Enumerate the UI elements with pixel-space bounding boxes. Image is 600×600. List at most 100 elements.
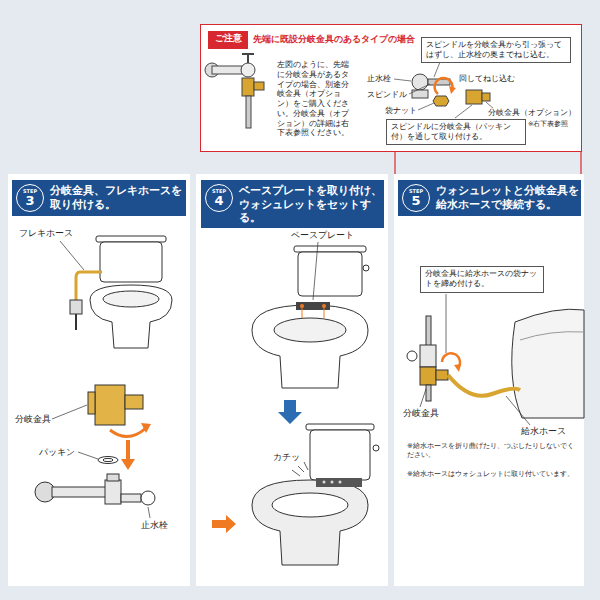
toilet-with-hose [103,291,159,307]
toilet-base-plate [313,242,318,300]
hose-connection [454,364,461,372]
part-label: 袋ナット [384,106,418,116]
callout-box: スピンドルを分岐金具から引っ張ってはずし、止水栓の奥までねじ込む。 [421,37,571,63]
hose-connection [426,385,431,401]
toilet-with-hose [60,241,84,270]
fitting-assembly [148,507,150,518]
spindle-detail [482,93,490,101]
toilet-base-plate [300,304,304,308]
toilet-with-washlet [310,430,370,480]
fitting-assembly [52,405,87,419]
toilet-base-plate [278,400,302,424]
fitting-assembly [107,474,119,481]
spindle-detail [433,96,449,106]
note-text: ※右下表参照 [527,120,569,128]
faucet-with-fitting [205,54,264,128]
background [8,174,190,586]
spindle-detail [409,84,430,94]
fitting-assembly [141,491,155,505]
toilet-with-washlet [212,424,379,565]
toilet-with-washlet [212,515,236,533]
caution-panel: 先端に既設分岐金具のあるタイプの場合ご注意 スピンドルを分岐金具から引っ張ってはず… [200,24,582,152]
hose-connection [407,294,584,425]
part-label: 止水栓 [366,74,392,84]
hose-connection [420,389,426,407]
hose-connection [426,316,431,346]
hose-connection [506,396,530,425]
fitting-assembly [105,480,121,504]
toilet-base-plate [274,318,346,342]
toilet-with-washlet [339,481,342,484]
tag-text: ご注意 [208,31,248,46]
toilet-base-plate [252,305,368,388]
note-text: ※給水ホースを折り曲げたり、つぶしたりしないでください。 [406,442,580,460]
step-badge: STEP5 [402,184,430,212]
hose-connection [436,370,448,380]
toilet-base-plate [298,252,362,296]
toilet-with-hose [100,242,162,282]
caution-tag: ご注意 [208,31,248,49]
toilet-with-washlet [331,481,334,484]
spindle-detail [418,103,434,110]
toilet-with-hose [96,236,166,242]
fitting-assembly [95,385,125,425]
hose-connection [420,345,436,367]
step-heading: ウォシュレットと分岐金具を給水ホースで接続する。 [436,184,579,211]
step-badge: STEP3 [16,184,44,212]
part-label: 分岐金具 [402,408,440,420]
step-band: 分岐金具、フレキホースを取り付ける。STEP3 [12,180,186,216]
part-label: 止水栓 [140,520,169,532]
step-number: 5 [411,194,420,208]
spindle-detail [394,79,411,81]
toilet-with-washlet [252,480,368,565]
background [580,152,581,174]
fitting-assembly [121,459,135,470]
toilet-with-washlet [292,462,308,476]
toilet-base-plate [324,308,325,318]
spindle-detail [449,86,456,94]
part-label: パッキン [38,447,76,459]
part-label: 分岐金具 [14,414,52,426]
fitting-assembly [110,428,146,437]
background [394,152,395,174]
toilet-with-washlet [272,493,348,517]
step-band: ベースプレートを取り付け、ウォシュレットをセットする。STEP4 [201,180,384,228]
hose-connection [407,351,417,361]
toilet-base-plate [296,302,330,310]
background [394,174,584,586]
faucet-with-fitting [254,82,264,90]
spindle-detail [466,90,482,104]
toilet-with-hose [76,272,102,300]
spindle-detail [435,78,453,94]
part-label: 回してねじ込む [458,74,516,84]
toilet-base-plate [302,308,303,318]
caution-heading: 先端に既設分岐金具のあるタイプの場合 [253,33,415,46]
fitting-assembly [88,392,95,414]
callout-text: スピンドルに分岐金具（パッキン付）を通して取り付ける。 [391,122,521,142]
step-number: 3 [25,194,34,208]
hose-connection [520,332,584,340]
spindle-detail [434,62,440,77]
faucet-with-fitting [212,66,242,74]
part-label: 分岐金具（オプション） [487,108,577,118]
note-text: ※給水ホースはウォシュレットに取り付いています。 [406,470,580,479]
fitting-assembly [141,423,151,433]
toilet-with-hose [60,236,172,348]
faucet-with-fitting [241,63,255,77]
faucet-with-fitting [242,54,254,63]
fitting-assembly [121,494,141,502]
sound-label: カチッ [272,452,301,464]
hose-connection [512,309,584,418]
part-label: ベースプレート [290,230,355,242]
part-label: フレキホース [18,228,74,240]
callout-box: 分岐金具に給水ホースの袋ナットを締め付ける。 [420,266,544,293]
step-badge: STEP4 [205,184,233,212]
toilet-with-hose [90,285,172,348]
fitting-assembly [103,458,113,461]
toilet-base-plate [363,265,369,271]
step-heading: ベースプレートを取り付け、ウォシュレットをセットする。 [239,184,382,225]
fitting-assembly [126,440,130,460]
callout-box: スピンドルに分岐金具（パッキン付）を通して取り付ける。 [386,119,526,145]
